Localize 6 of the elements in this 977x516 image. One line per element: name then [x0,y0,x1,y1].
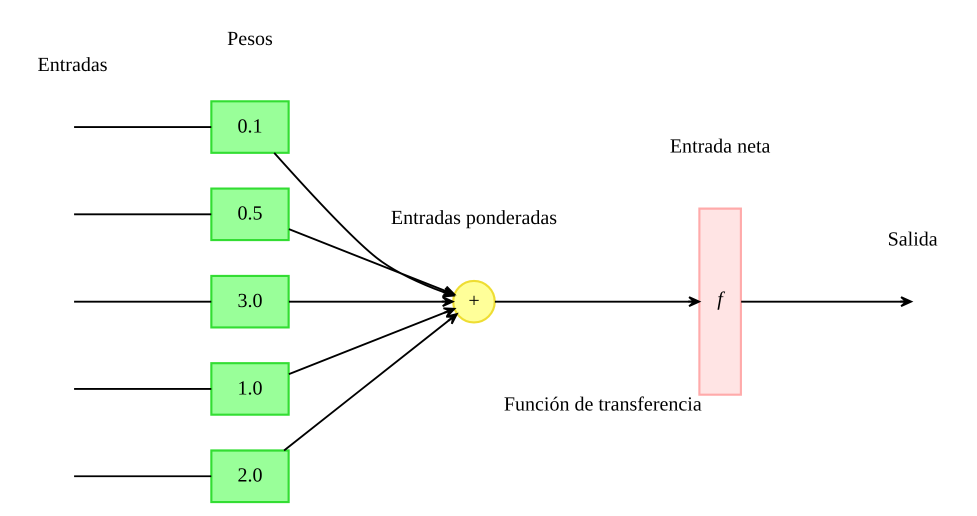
label: Entradas [37,54,108,76]
label: Salida [887,228,938,250]
label: Entrada neta [669,135,770,158]
label: Pesos [226,28,272,50]
node-label: Función de transferencia [503,394,702,416]
label: Entradas ponderadas [390,206,557,229]
